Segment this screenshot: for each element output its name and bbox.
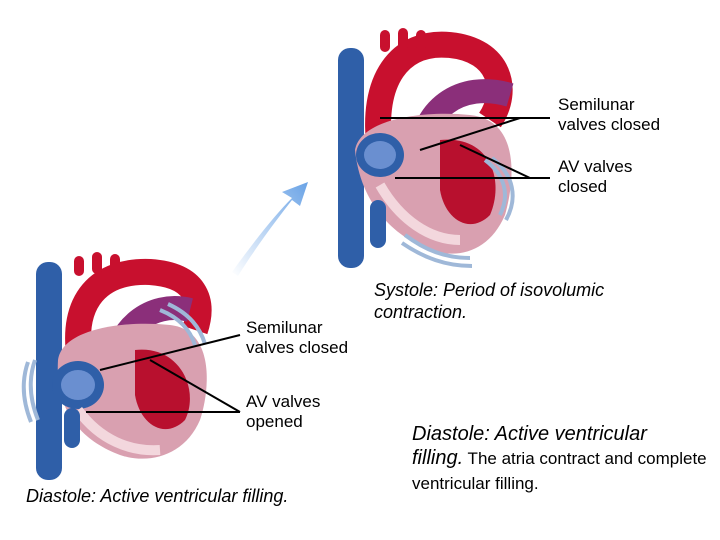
leader-line-bottom-av-2 (149, 359, 241, 413)
leader-line-top-semilunar-2 (419, 117, 521, 151)
leader-line-bottom-semilunar (99, 334, 241, 371)
label-bottom-semilunar-valves: Semilunar valves closed (246, 318, 349, 357)
caption-diastole-left: Diastole: Active ventricular filling. (26, 486, 289, 506)
label-top-av-valves: AV valves closed (558, 157, 633, 196)
caption-systole: Systole: Period of isovolumic contractio… (374, 280, 605, 322)
heart-diastole-illustration (21, 252, 212, 480)
label-top-semilunar-valves: Semilunar valves closed (558, 95, 661, 134)
label-bottom-av-valves: AV valves opened (246, 392, 321, 431)
transition-arrow-icon (232, 182, 308, 276)
caption-diastole-right-rest: The atria contract and complete ventricu… (412, 449, 707, 493)
caption-diastole-right: Diastole: Active ventricular filling. Th… (412, 422, 712, 496)
caption-diastole-right-italic: Diastole: Active ventricular filling. (412, 423, 647, 469)
leader-line-top-av-2 (459, 144, 531, 179)
heart-systole-illustration (338, 28, 515, 268)
